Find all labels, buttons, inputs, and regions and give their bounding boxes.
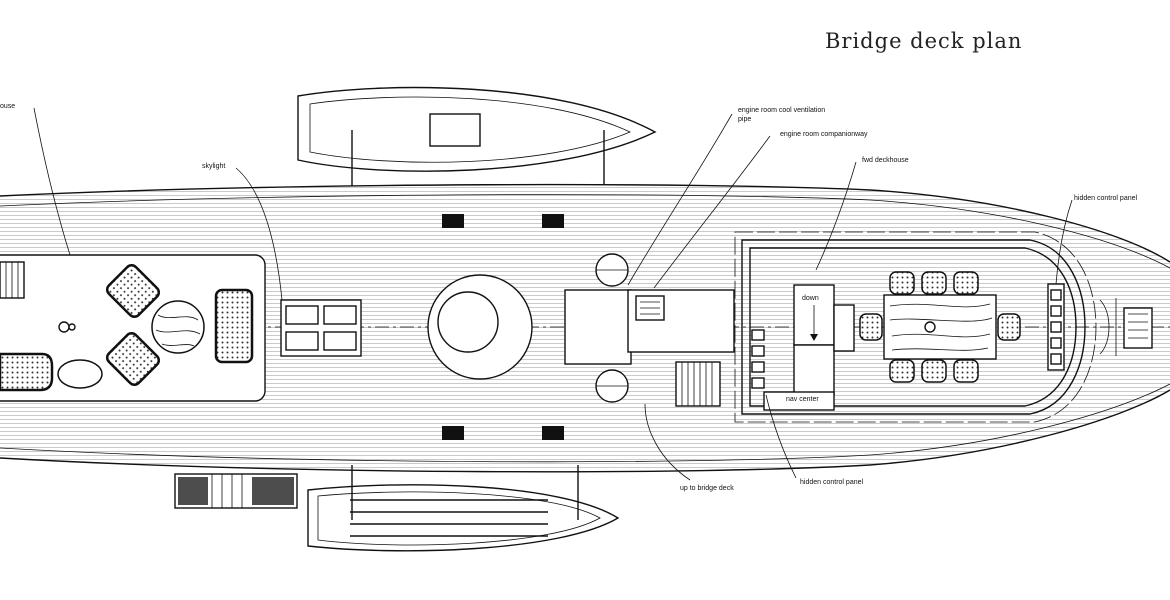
label-hidden-control-panel-fwd: hidden control panel	[1074, 195, 1137, 202]
engine-companionway	[564, 253, 735, 407]
label-skylight: skylight	[202, 163, 225, 170]
hatch-stbd-1	[442, 426, 464, 440]
hatch-port-1	[442, 214, 464, 228]
label-up-to-bridge-deck: up to bridge deck	[680, 485, 734, 492]
round-hatch	[427, 274, 533, 380]
label-nav-center: nav center	[786, 396, 819, 403]
hatch-port-2	[542, 214, 564, 228]
tender-boat-bottom	[307, 465, 620, 552]
skylight	[280, 299, 362, 357]
label-engine-vent: engine room cool ventilation	[738, 107, 825, 114]
label-engine-companionway: engine room companionway	[780, 131, 868, 138]
aft-cockpit	[0, 254, 266, 402]
hatch-stbd-2	[542, 426, 564, 440]
tender-boat-top	[297, 86, 657, 190]
gangway-detail	[174, 473, 298, 509]
plan-title: Bridge deck plan	[825, 29, 1022, 53]
label-fwd-deckhouse: fwd deckhouse	[862, 157, 909, 164]
label-down: down	[802, 295, 819, 302]
leader-lines	[33, 107, 1073, 481]
fwd-deckhouse	[734, 231, 1153, 423]
label-engine-vent-2: pipe	[738, 116, 751, 123]
label-hidden-control-panel-aft: hidden control panel	[800, 479, 863, 486]
label-aft-deckhouse: ouse	[0, 103, 15, 110]
